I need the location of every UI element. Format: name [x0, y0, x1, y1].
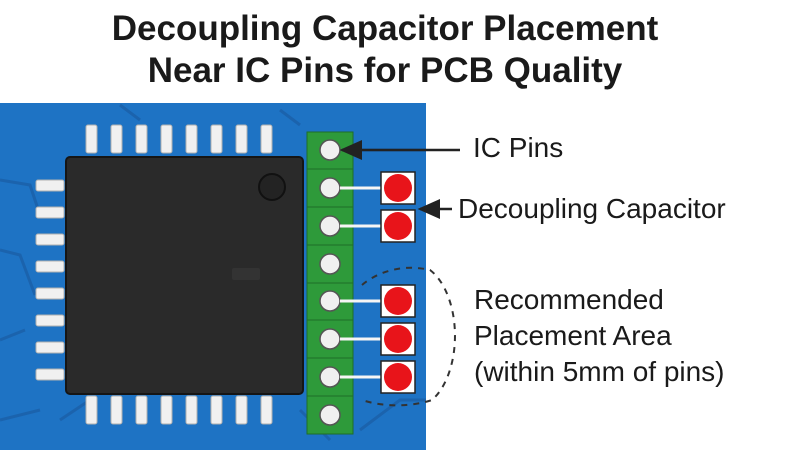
pin-header-dividers — [307, 168, 353, 397]
title-line-1: Decoupling Capacitor Placement — [111, 9, 659, 48]
placement-area-label: Recommended Placement Area (within 5mm o… — [474, 282, 725, 390]
ic-bottom-pins — [85, 395, 273, 425]
capacitor-traces — [340, 186, 384, 379]
title-line-2: Near IC Pins for PCB Quality — [147, 51, 623, 90]
placement-area-line-3: (within 5mm of pins) — [474, 356, 725, 387]
ic-pin-pads — [319, 139, 341, 426]
decoupling-capacitor-label: Decoupling Capacitor — [458, 193, 726, 224]
ic-left-pins — [35, 179, 65, 381]
decoupling-capacitors — [380, 171, 416, 394]
pin1-marker — [258, 173, 286, 201]
placement-area-line-2: Placement Area — [474, 320, 672, 351]
ic-top-pins — [85, 124, 273, 154]
ic-pins-label: IC Pins — [473, 132, 564, 163]
placement-area-outline — [361, 266, 456, 407]
placement-area-line-1: Recommended — [474, 284, 664, 315]
ic-chip-icon — [65, 156, 304, 395]
page-title: Decoupling Capacitor Placement Near IC P… — [0, 8, 770, 92]
ic-marking — [232, 268, 260, 280]
